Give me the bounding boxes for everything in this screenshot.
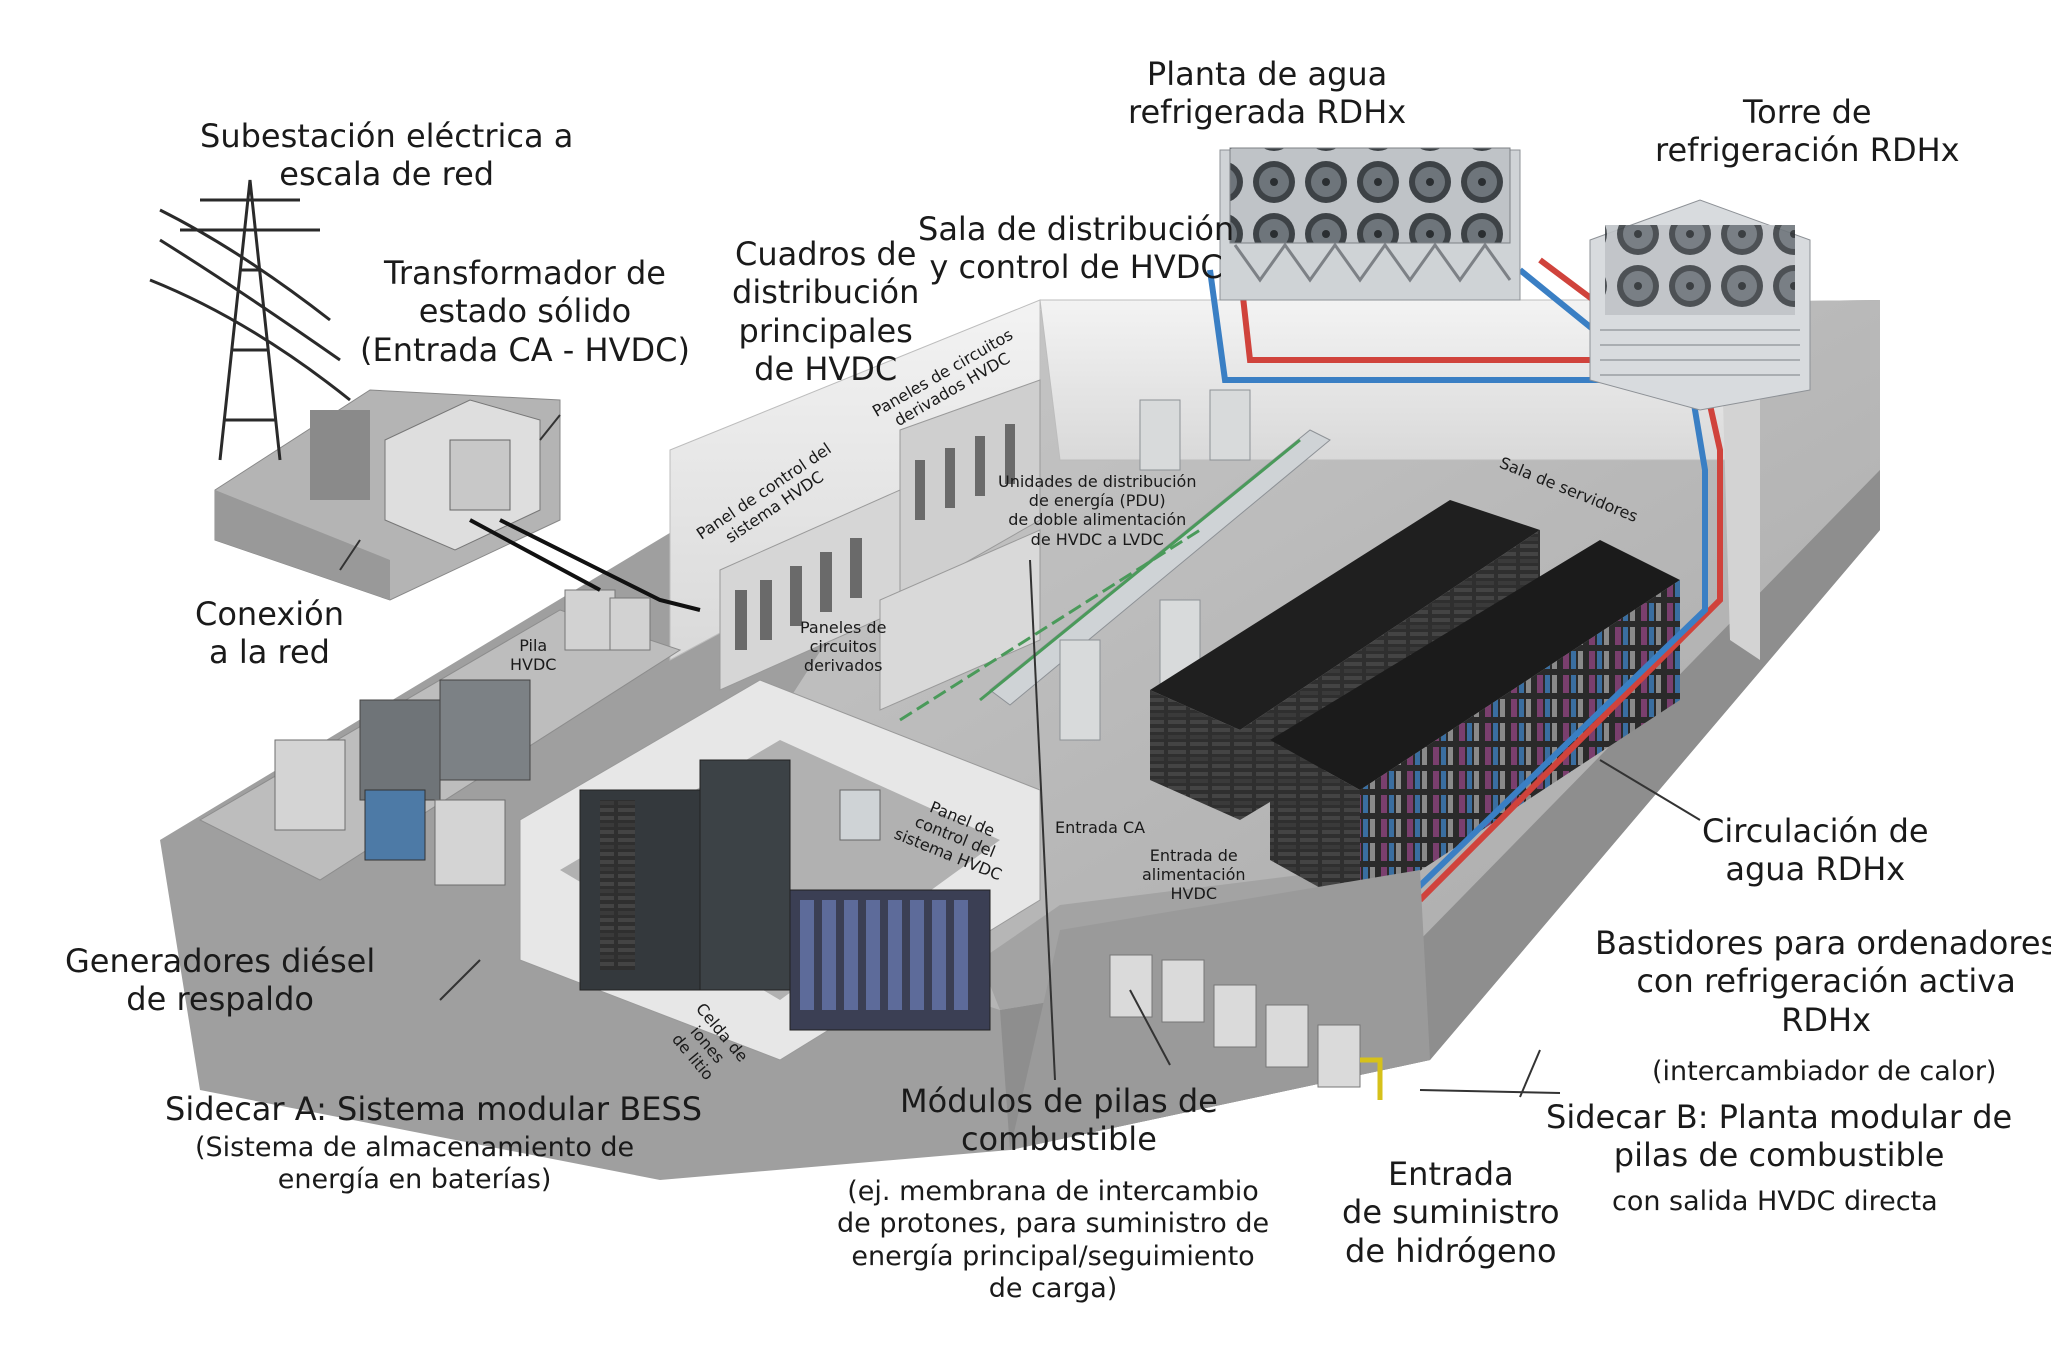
sidecar-b-fuel-cells [1010,870,1430,1150]
sidecar-a-note: (Sistema de almacenamiento de energía en… [195,1132,634,1197]
hvdc-main-panels-label: Cuadros de distribución principales de H… [732,235,919,389]
hvdc-room-label: Sala de distribución y control de HVDC [918,210,1234,287]
label-line: de hidrógeno [1345,1231,1557,1270]
label-line: refrigerada RDHx [1128,93,1407,132]
diesel-label: Generadores diésel de respaldo [65,942,375,1019]
label-line: (intercambiador de calor) [1652,1056,1997,1087]
cooling-tower [1589,199,1811,411]
label-line: derivados [803,656,883,676]
hvdc-panels [719,379,1041,711]
cooling-tower-label: Torre de refrigeración RDHx [1655,93,1960,170]
label-line: (ej. membrana de intercambio [847,1176,1259,1207]
label-line: (Entrada CA - HVDC) [360,330,690,369]
label-line: Pila [519,636,548,655]
server-racks-front [1270,540,1680,910]
label-line: agua RDHx [1725,850,1906,889]
label-line: a la red [209,633,330,672]
label-line: Sidecar B: Planta modular de [1546,1098,2013,1136]
label-line: Circulación de [1702,812,1929,850]
substation [149,179,561,601]
label-line: distribución [732,273,920,312]
label-line: Cuadros de [734,235,917,273]
label-line: y control de HVDC [929,248,1223,287]
sidecar-b-note: con salida HVDC directa [1612,1186,1938,1218]
label-line: Planta de agua [1146,55,1388,93]
label-line: de HVDC a LVDC [1030,529,1164,549]
racks-note: (intercambiador de calor) [1652,1056,1996,1088]
transformer-label: Transformador de estado sólido (Entrada … [360,254,690,369]
generators-area [198,518,701,886]
label-line: HVDC [1170,884,1217,904]
label-line: Conexión [195,595,345,633]
label-line: energía principal/seguimiento [851,1240,1255,1272]
label-line: (Sistema de almacenamiento de [195,1132,635,1163]
sidecar-a-room [519,679,1041,1061]
pdu-bus [899,389,1331,741]
fuel-cells-note: (ej. membrana de intercambio de protones… [837,1176,1269,1306]
label-line: estado sólido [418,292,632,331]
label-line: Paneles de [800,618,887,637]
label-line: pilas de combustible [1613,1136,1945,1175]
label-line: circuitos [809,637,877,657]
label-line: escala de red [279,155,495,194]
label-line: de carga) [988,1273,1118,1305]
label-line: refrigeración RDHx [1655,131,1960,170]
label-line: Módulos de pilas de [900,1082,1218,1120]
label-line: Generadores diésel [65,942,376,980]
label-line: Entrada de [1149,846,1238,865]
label-line: principales [738,311,913,350]
water-plant-label: Planta de agua refrigerada RDHx [1128,55,1406,132]
chilled-water-plant [1219,147,1521,301]
label-line: Transformador de [383,254,666,292]
leader-lines [339,414,1701,1098]
label-line: de respaldo [126,980,314,1019]
label-line: Entrada [1387,1155,1514,1193]
ac-input-label: Entrada CA [1055,818,1145,837]
label-line: de protones, para suministro de [837,1208,1270,1240]
fuel-cells-label: Módulos de pilas de combustible [900,1082,1218,1159]
sidecar-b-label: Sidecar B: Planta modular de pilas de co… [1546,1098,2012,1175]
label-line: con refrigeración activa [1636,962,2016,1001]
label-line: combustible [960,1120,1157,1159]
water-circulation-label: Circulación de agua RDHx [1702,812,1929,889]
label-line: de doble alimentación [1008,510,1187,530]
label-line: energía en baterías) [277,1164,552,1196]
label-line: Unidades de distribución [998,472,1197,491]
label-line: alimentación [1142,865,1246,885]
label-line: Subestación eléctrica a [200,117,574,155]
label-line: Sidecar A: Sistema modular BESS [165,1090,703,1128]
label-line: Entrada CA [1055,818,1146,837]
label-line: RDHx [1781,1000,1872,1039]
branch-panels-label: Paneles de circuitos derivados [800,618,886,676]
hvdc-input-label: Entrada de alimentación HVDC [1142,846,1246,904]
pdu-label: Unidades de distribución de energía (PDU… [998,472,1196,549]
label-line: con salida HVDC directa [1612,1186,1938,1217]
label-line: HVDC [510,655,557,675]
grid-connection-label: Conexión a la red [195,595,344,672]
label-line: Sala de distribución [918,210,1235,248]
sidecar-a-label: Sidecar A: Sistema modular BESS [165,1090,702,1128]
pila-label: Pila HVDC [510,636,556,674]
label-line: de HVDC [754,350,898,389]
label-line: de energía (PDU) [1028,491,1166,511]
label-line: de suministro [1342,1193,1560,1232]
substation-label: Subestación eléctrica a escala de red [200,117,573,194]
label-line: Bastidores para ordenadores [1595,924,2051,962]
racks-label: Bastidores para ordenadores con refriger… [1595,924,2051,1039]
label-line: Torre de [1743,93,1872,131]
hydrogen-label: Entrada de suministro de hidrógeno [1342,1155,1560,1270]
